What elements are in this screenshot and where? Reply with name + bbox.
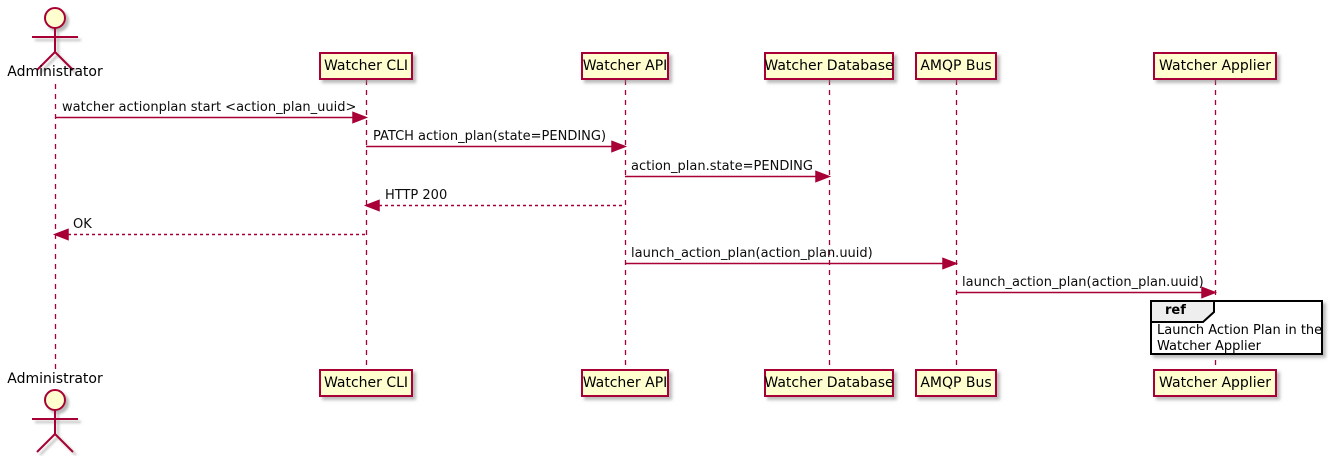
ref-fragment-line1: Launch Action Plan in the bbox=[1157, 323, 1323, 338]
actor-figure-top bbox=[32, 7, 78, 71]
participant-watcher-applier-top: Watcher Applier bbox=[1153, 52, 1277, 80]
participant-watcher-database-top: Watcher Database bbox=[764, 52, 894, 80]
lifelines bbox=[54, 80, 1217, 371]
message-arrow-2 bbox=[366, 140, 628, 153]
message-label-3: action_plan.state=PENDING bbox=[631, 159, 813, 174]
message-arrow-5 bbox=[52, 228, 366, 241]
participant-watcher-cli-top: Watcher CLI bbox=[319, 52, 413, 80]
participant-watcher-cli-bottom: Watcher CLI bbox=[319, 369, 413, 397]
ref-header-pentagon bbox=[1150, 300, 1215, 323]
participant-watcher-applier-bottom: Watcher Applier bbox=[1153, 369, 1277, 397]
message-arrow-7 bbox=[956, 286, 1218, 299]
message-arrow-1 bbox=[55, 111, 369, 124]
message-label-2: PATCH action_plan(state=PENDING) bbox=[373, 129, 607, 144]
actor-figure-bottom bbox=[32, 389, 78, 453]
message-arrow-4 bbox=[363, 199, 625, 212]
participant-watcher-database-bottom: Watcher Database bbox=[764, 369, 894, 397]
message-arrows bbox=[52, 111, 1218, 299]
participant-watcher-api-bottom: Watcher API bbox=[581, 369, 669, 397]
message-label-1: watcher actionplan start <action_plan_uu… bbox=[62, 100, 357, 115]
message-label-7: launch_action_plan(action_plan.uuid) bbox=[962, 275, 1204, 290]
actor-label-administrator-top: Administrator bbox=[7, 64, 103, 80]
message-arrow-3 bbox=[625, 170, 832, 183]
ref-fragment: ref Launch Action Plan in the Watcher Ap… bbox=[1150, 300, 1323, 355]
ref-keyword: ref bbox=[1165, 303, 1186, 318]
participant-amqp-bus-top: AMQP Bus bbox=[915, 52, 997, 80]
ref-fragment-line2: Watcher Applier bbox=[1157, 339, 1261, 354]
participant-amqp-bus-bottom: AMQP Bus bbox=[915, 369, 997, 397]
message-arrow-6 bbox=[625, 257, 959, 270]
actor-label-administrator-bottom: Administrator bbox=[7, 371, 103, 387]
message-label-5: OK bbox=[73, 217, 92, 232]
message-label-4: HTTP 200 bbox=[385, 188, 448, 203]
participant-watcher-api-top: Watcher API bbox=[581, 52, 669, 80]
message-label-6: launch_action_plan(action_plan.uuid) bbox=[631, 246, 873, 261]
ref-fragment-text: Launch Action Plan in the Watcher Applie… bbox=[1157, 323, 1322, 355]
